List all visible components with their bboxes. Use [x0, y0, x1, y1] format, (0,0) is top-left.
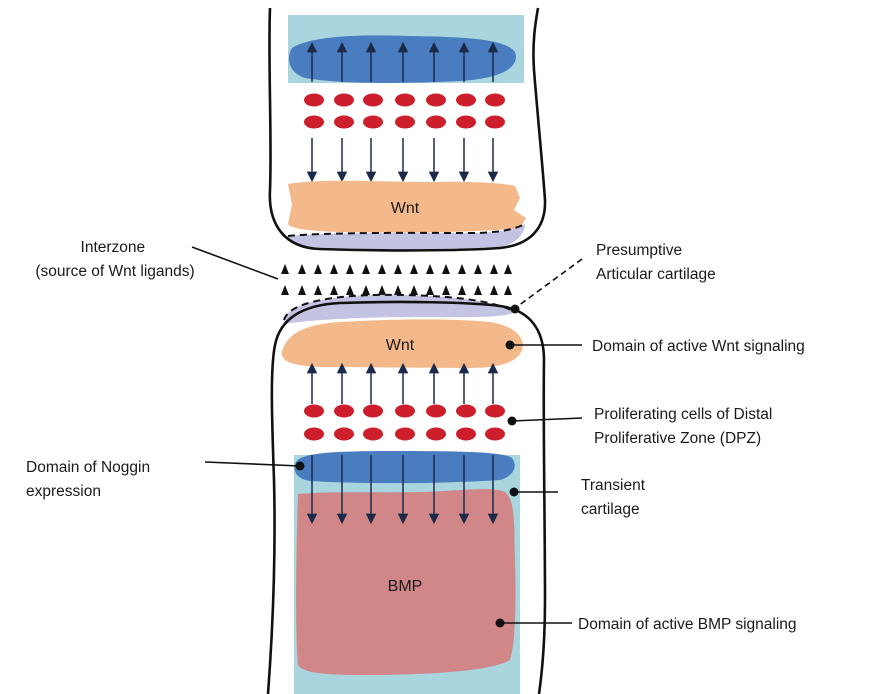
cell: [426, 116, 446, 129]
wnt-ligand-triangle: [314, 264, 322, 274]
presumptive-dot: [511, 305, 520, 314]
lower-proliferating-cells: [304, 405, 505, 441]
wnt-ligand-triangle: [442, 264, 450, 274]
proliferating-leader: [512, 418, 582, 421]
cell: [363, 116, 383, 129]
cell: [395, 94, 415, 107]
wnt-ligand-triangle: [490, 285, 498, 295]
proliferating-dot: [508, 417, 517, 426]
cell: [304, 116, 324, 129]
wnt-ligand-triangle: [281, 285, 289, 295]
wnt-ligand-triangle: [394, 264, 402, 274]
wnt-ligand-triangle: [346, 285, 354, 295]
wnt-ligand-triangle: [474, 264, 482, 274]
cell: [426, 428, 446, 441]
cell: [304, 428, 324, 441]
wnt-ligand-triangle: [410, 285, 418, 295]
upper-wnt-label: Wnt: [391, 200, 420, 217]
wnt-ligand-triangle: [426, 264, 434, 274]
presumptive-leader: [518, 259, 582, 306]
cell: [485, 94, 505, 107]
interzone-label: Interzone (source of Wnt ligands): [35, 239, 194, 280]
cell: [363, 94, 383, 107]
wnt-ligand-triangle: [378, 285, 386, 295]
wnt-ligand-triangle: [281, 264, 289, 274]
wnt-ligand-triangle: [410, 264, 418, 274]
cell: [334, 116, 354, 129]
cell: [334, 405, 354, 418]
wnt-domain-dot: [506, 341, 515, 350]
wnt-ligand-triangle: [504, 264, 512, 274]
cell: [395, 116, 415, 129]
wnt-ligand-triangle: [346, 264, 354, 274]
cell: [456, 428, 476, 441]
cell: [456, 94, 476, 107]
wnt-signaling-domain-label: Domain of active Wnt signaling: [592, 338, 805, 355]
proliferating-cells-label: Proliferating cells of Distal Proliferat…: [594, 406, 777, 447]
wnt-ligand-triangle: [330, 285, 338, 295]
wnt-ligand-triangle: [458, 264, 466, 274]
wnt-ligand-triangle: [314, 285, 322, 295]
wnt-ligand-triangle: [298, 285, 306, 295]
cell: [304, 94, 324, 107]
noggin-dot: [296, 462, 305, 471]
wnt-ligand-triangle: [394, 285, 402, 295]
cell: [456, 405, 476, 418]
bmp-domain-dot: [496, 619, 505, 628]
cell: [456, 116, 476, 129]
cell: [334, 94, 354, 107]
wnt-ligand-triangle: [362, 264, 370, 274]
lower-wnt-label: Wnt: [386, 337, 415, 354]
cell: [395, 428, 415, 441]
cell: [485, 428, 505, 441]
wnt-ligand-triangle: [442, 285, 450, 295]
upper-downward-arrows: [312, 138, 493, 180]
interzone-wnt-ligands: [281, 264, 512, 295]
transient-dot: [510, 488, 519, 497]
transient-cartilage-label: Transient cartilage: [581, 477, 649, 518]
cell: [395, 405, 415, 418]
cell: [485, 116, 505, 129]
wnt-ligand-triangle: [298, 264, 306, 274]
bmp-label: BMP: [388, 578, 423, 595]
lower-upward-arrows: [312, 365, 493, 404]
cell: [426, 94, 446, 107]
cell: [485, 405, 505, 418]
upper-proliferating-cells: [304, 94, 505, 129]
wnt-ligand-triangle: [330, 264, 338, 274]
wnt-ligand-triangle: [362, 285, 370, 295]
wnt-ligand-triangle: [426, 285, 434, 295]
noggin-expression-label: Domain of Noggin expression: [26, 459, 154, 500]
wnt-ligand-triangle: [458, 285, 466, 295]
cell: [334, 428, 354, 441]
bmp-signaling-domain-label: Domain of active BMP signaling: [578, 616, 797, 633]
cell: [363, 405, 383, 418]
wnt-ligand-triangle: [378, 264, 386, 274]
wnt-ligand-triangle: [504, 285, 512, 295]
noggin-leader: [205, 462, 300, 466]
interzone-leader: [192, 247, 278, 279]
cell: [426, 405, 446, 418]
wnt-ligand-triangle: [474, 285, 482, 295]
cell: [363, 428, 383, 441]
presumptive-articular-label: Presumptive Articular cartilage: [596, 242, 716, 283]
cell: [304, 405, 324, 418]
lower-noggin-domain: [295, 451, 515, 483]
wnt-ligand-triangle: [490, 264, 498, 274]
